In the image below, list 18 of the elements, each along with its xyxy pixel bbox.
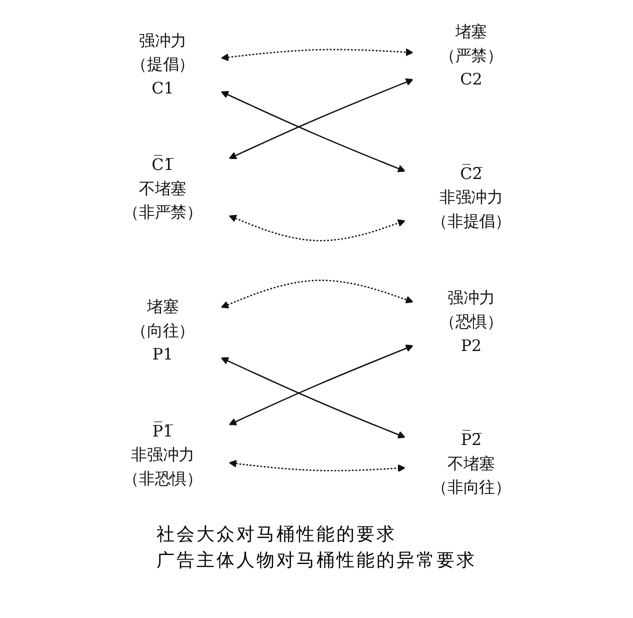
arrow bbox=[228, 78, 413, 160]
arrow bbox=[220, 357, 405, 438]
caption-text: 社会大众对马桶性能的要求 bbox=[156, 523, 398, 546]
node-text: P̅2̅ 不堵塞 （非向往） bbox=[431, 430, 510, 498]
node-text: 强冲力 （恐惧） P2 bbox=[439, 289, 502, 356]
node-text: 堵塞 （向往） P1 bbox=[130, 298, 194, 364]
caption-text: 广告主体人物对马桶性能的异常要求 bbox=[156, 549, 476, 572]
arrow bbox=[228, 460, 405, 472]
node-text: 强冲力 （提倡） C1 bbox=[130, 32, 194, 98]
arrow bbox=[228, 344, 413, 426]
arrow bbox=[228, 214, 405, 242]
node-text: P̅1̅ 非强冲力 （非恐惧） bbox=[122, 422, 202, 488]
node-text: C̅1̅ 不堵塞 （非严禁） bbox=[122, 156, 202, 222]
arrow bbox=[220, 48, 413, 62]
arrow bbox=[220, 91, 405, 172]
node-text: C̅2̅ 非强冲力 （非提倡） bbox=[431, 164, 510, 231]
node-text: 堵塞 （严禁） C2 bbox=[439, 22, 502, 90]
arrow bbox=[220, 280, 413, 308]
